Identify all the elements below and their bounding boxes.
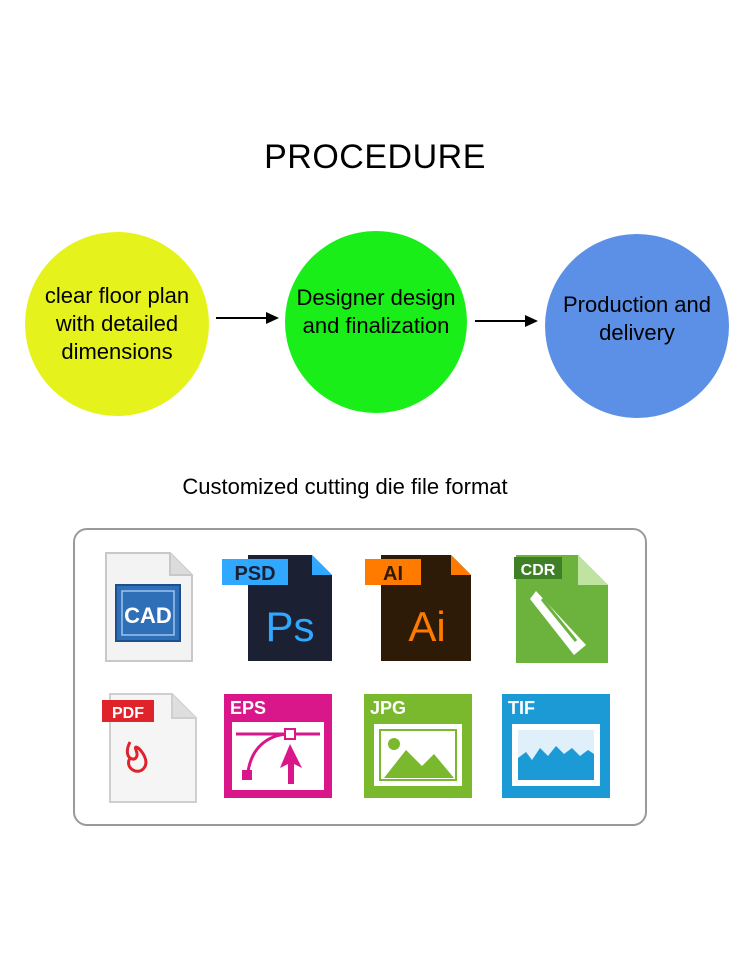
psd-glyph: Ps [265,603,314,650]
cad-file-icon: CAD [104,551,194,663]
tif-file-icon: TIF [500,692,612,800]
pdf-tag: PDF [112,705,144,722]
eps-file-icon: EPS [222,692,334,800]
cdr-tag: CDR [521,562,556,579]
eps-tag: EPS [230,698,266,718]
step-design-label: Designer design and finalization [296,285,456,338]
pdf-file-icon: PDF [100,692,200,804]
arrow-right-icon [475,315,538,327]
step-floor-plan-label: clear floor plan with detailed dimension… [44,283,190,364]
ai-tag: AI [383,563,403,585]
step-production-label: Production and delivery [563,292,711,345]
file-format-subtitle: Customized cutting die file format [182,474,508,499]
tif-tag: TIF [508,698,535,718]
psd-tag: PSD [234,563,275,585]
psd-file-icon: PSD Ps [220,553,336,663]
step-production: Production and delivery [545,234,729,418]
jpg-tag: JPG [370,698,406,718]
page-title: PROCEDURE [264,138,486,176]
cdr-file-icon: CDR [512,553,612,665]
cad-tag: CAD [124,603,172,628]
step-floor-plan: clear floor plan with detailed dimension… [25,232,209,416]
ai-file-icon: AI Ai [363,553,475,663]
ai-glyph: Ai [408,603,445,650]
step-design: Designer design and finalization [285,231,467,413]
jpg-file-icon: JPG [362,692,474,800]
arrow-right-icon [216,312,279,324]
